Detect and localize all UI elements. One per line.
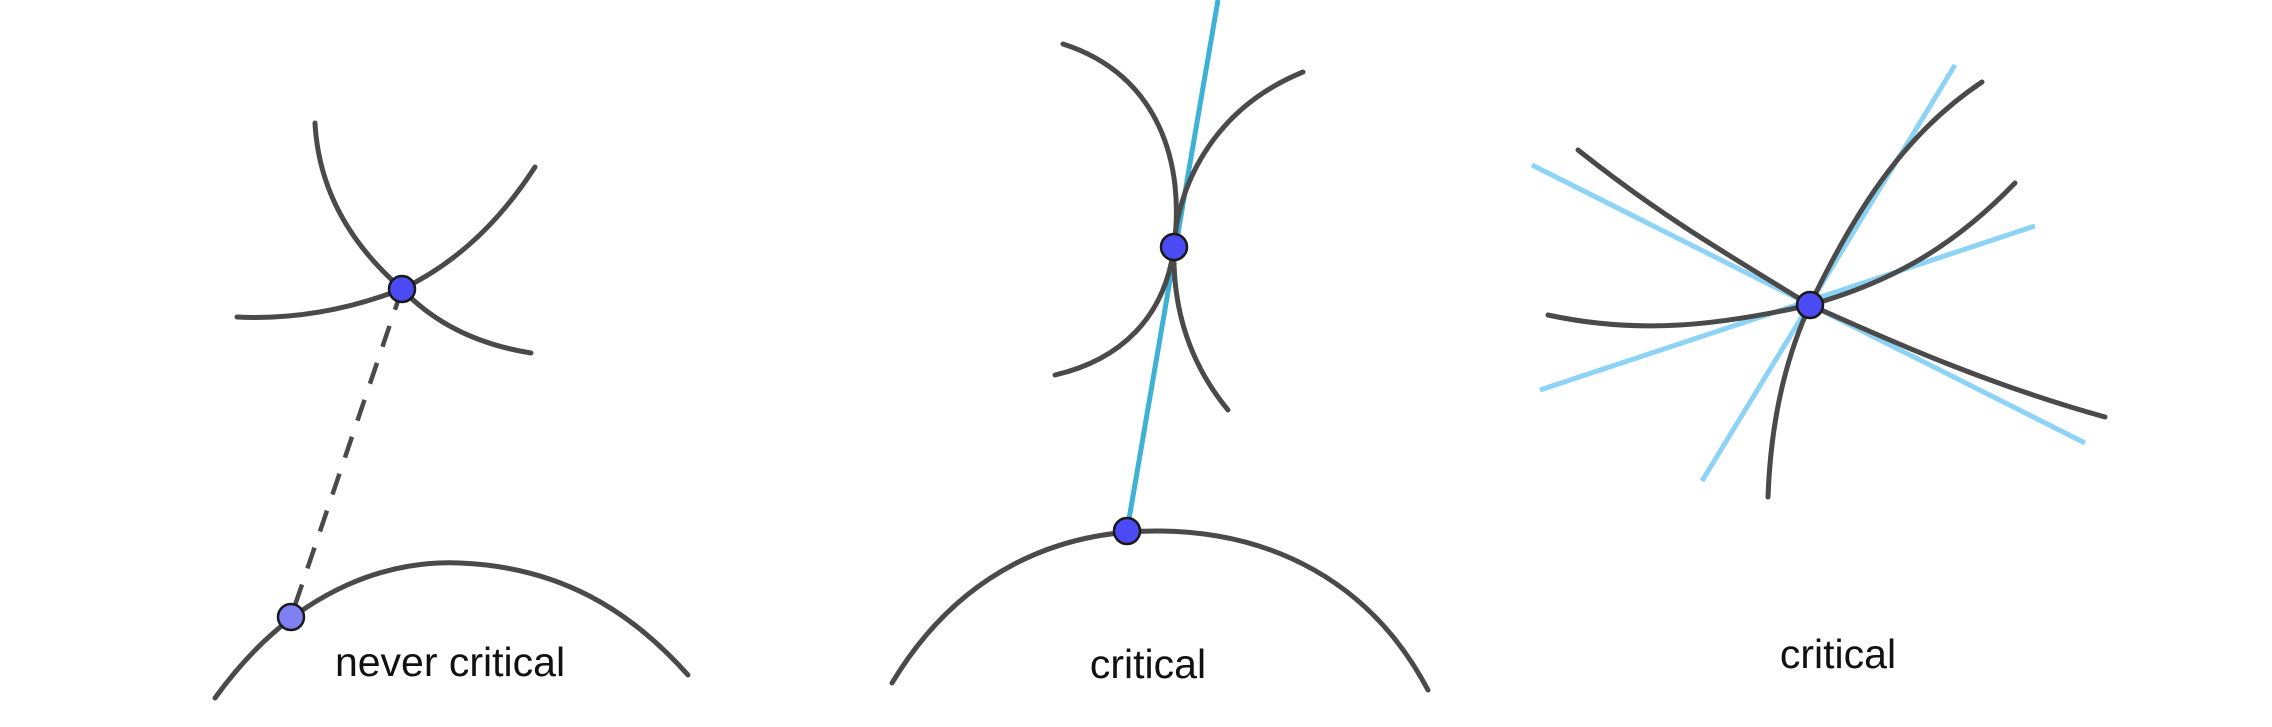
panel-critical-tangent: critical <box>889 0 1431 693</box>
curve-3 <box>1765 79 1985 500</box>
foot-point <box>1112 516 1142 546</box>
tangency-point <box>1159 232 1189 262</box>
curve-right-arc <box>1171 69 1306 413</box>
curve-1 <box>1575 147 2108 420</box>
foot-point <box>276 602 306 632</box>
curve-arc-steep <box>312 120 534 356</box>
panel-never-critical: never critical <box>212 120 691 701</box>
panel-critical-multiple: critical <box>1530 63 2108 677</box>
caption-critical-2: critical <box>1780 631 1896 677</box>
intersection-point <box>387 274 417 304</box>
intersection-point <box>1795 290 1825 320</box>
caption-never-critical: never critical <box>335 639 565 685</box>
curve-left-arc <box>1052 41 1179 378</box>
curve-big-arc <box>889 528 1431 693</box>
curve-arc-shallow <box>234 164 538 320</box>
caption-critical-1: critical <box>1090 641 1206 687</box>
dashed-connector <box>288 288 405 618</box>
